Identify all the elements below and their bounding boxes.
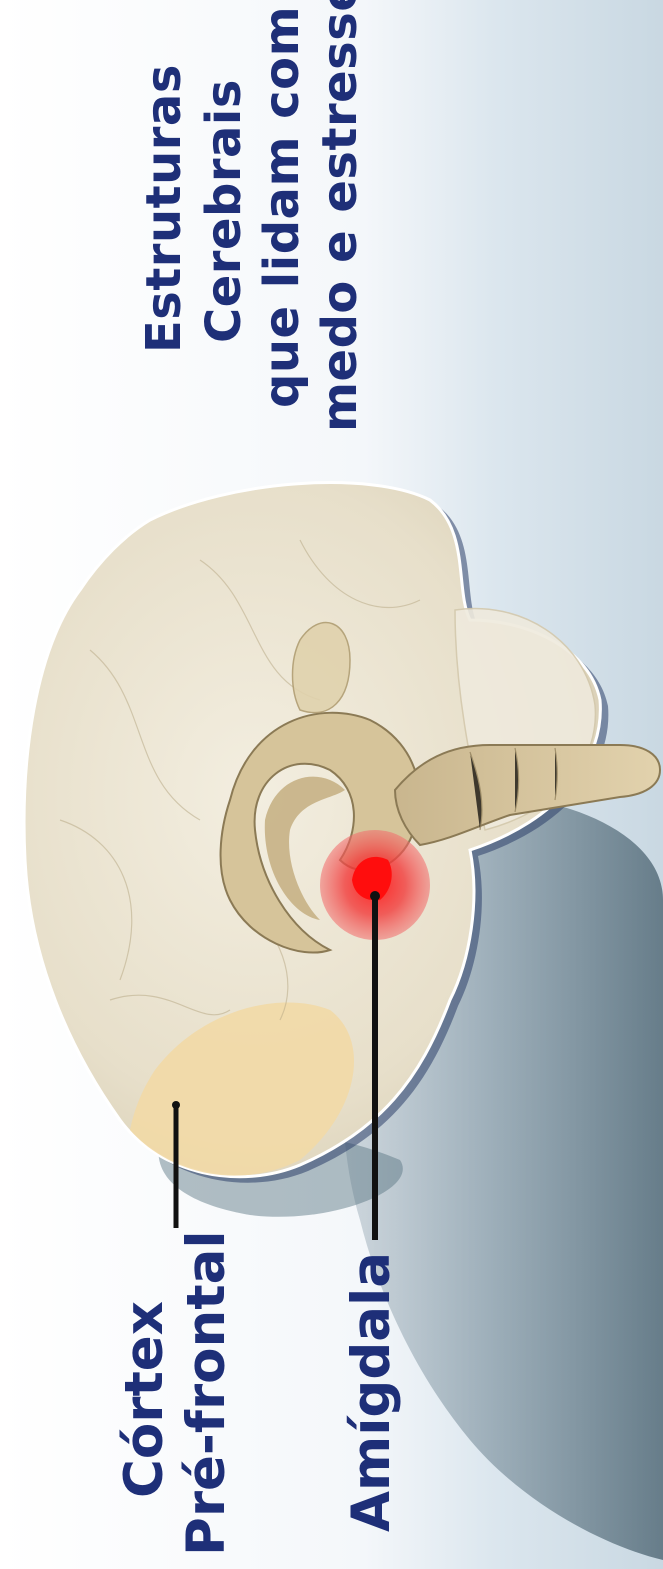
amygdala-label: Amígdala: [345, 1252, 398, 1532]
amygdala-leader-dot: [370, 891, 380, 901]
cortex-label-line-2: Pré-frontal: [180, 1230, 233, 1556]
title-line-3: que lidam com: [258, 6, 306, 408]
cortex-label-line-1: Córtex: [118, 1301, 171, 1498]
cortex-leader-dot: [172, 1101, 180, 1109]
title-line-2: Cerebrais: [200, 79, 248, 343]
title-line-4: medo e estresse: [316, 0, 364, 432]
title-line-1: Estruturas: [140, 64, 188, 353]
